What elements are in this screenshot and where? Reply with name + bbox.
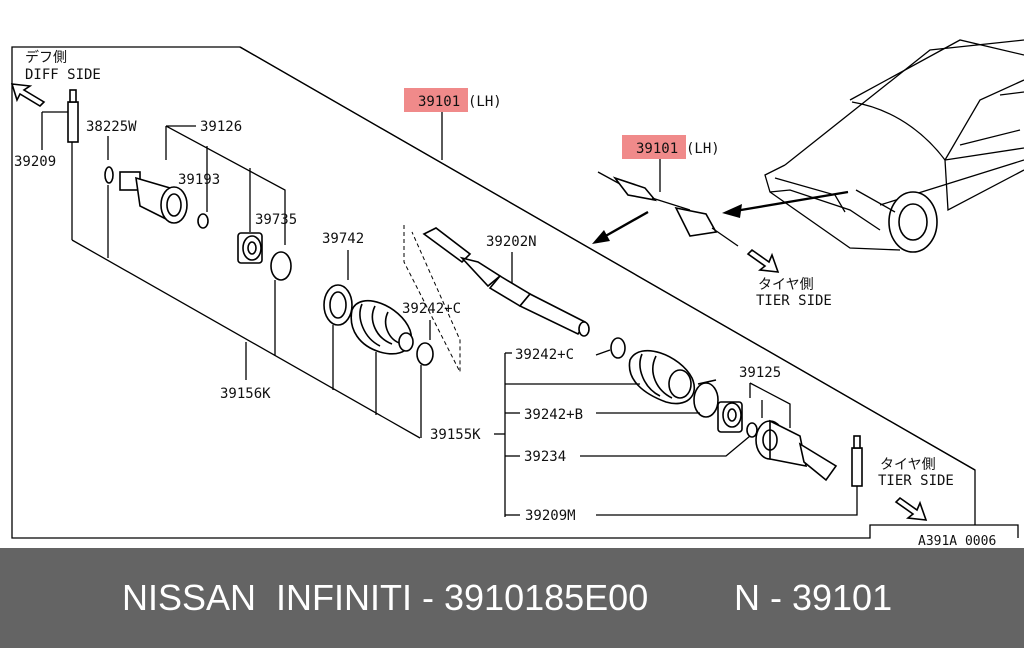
callout-39101-main: 39101 bbox=[418, 94, 460, 110]
diff-side-label: DIFF SIDE bbox=[25, 67, 101, 83]
inner-joint-housing bbox=[119, 171, 188, 224]
car-drive-shaft-sketch bbox=[597, 171, 896, 247]
callout-39101-main-suffix: (LH) bbox=[468, 94, 502, 110]
car-illustration bbox=[764, 39, 1024, 253]
diagram-frame-right bbox=[239, 46, 976, 525]
part-number-text: NISSAN INFINITI - 3910185E00 bbox=[122, 577, 649, 618]
bearing-39125 bbox=[717, 401, 743, 433]
circlip-39193 bbox=[197, 213, 209, 229]
spider-assembly-39735 bbox=[237, 232, 263, 264]
part-number-footer: NISSAN INFINITI - 3910185E00 N - 39101 bbox=[0, 548, 1024, 648]
outer-boot bbox=[628, 349, 695, 405]
tier-side-label-1: TIER SIDE bbox=[756, 293, 832, 309]
diagram-frame bbox=[11, 46, 1019, 539]
leader-39242C-2 bbox=[595, 349, 611, 356]
callout-39155K: 39155K bbox=[430, 427, 481, 443]
boot-band-39742 bbox=[323, 284, 353, 326]
snap-ring-38225W bbox=[104, 166, 114, 184]
tier-side-arrow-icon-1 bbox=[746, 248, 780, 273]
tier-side-jp-label-2: タイヤ側 bbox=[880, 457, 936, 473]
callout-39234: 39234 bbox=[524, 449, 566, 465]
boot-band-39242C-2 bbox=[610, 337, 626, 359]
assembly-divider-line bbox=[239, 46, 976, 471]
callout-38225W: 38225W bbox=[86, 119, 137, 135]
leader-39209M-r bbox=[596, 486, 858, 516]
callout-39193: 39193 bbox=[178, 172, 220, 188]
callout-39735: 39735 bbox=[255, 212, 297, 228]
tier-side-label-2: TIER SIDE bbox=[878, 473, 954, 489]
callout-39101-car: 39101 bbox=[636, 141, 678, 157]
leader-39125-b bbox=[749, 382, 791, 428]
callout-39101-car-suffix: (LH) bbox=[686, 141, 720, 157]
diff-side-arrow-icon bbox=[10, 83, 46, 108]
shaft-pin-39209M bbox=[851, 435, 863, 487]
circlip-39234 bbox=[746, 422, 758, 438]
assembly-pointer-arrow-icon bbox=[592, 210, 649, 244]
tier-side-jp-label-1: タイヤ側 bbox=[758, 277, 814, 293]
inner-boot bbox=[350, 299, 414, 355]
highlight-39101-car bbox=[622, 135, 686, 159]
boot-band-39242C-1 bbox=[416, 342, 434, 366]
boot-band-39242B bbox=[693, 379, 719, 418]
dashed-group-outline bbox=[403, 225, 461, 373]
car-pointer-arrow-icon bbox=[722, 190, 849, 218]
diagram-code: A391A 0006 bbox=[918, 534, 996, 548]
callout-39242B: 39242+B bbox=[524, 407, 583, 423]
parts-diagram: デフ側 DIFF SIDE 39101 (LH) 39101 (LH) 3920… bbox=[10, 39, 1024, 549]
callout-39156K: 39156K bbox=[220, 386, 271, 402]
diff-side-jp-label: デフ側 bbox=[25, 49, 67, 66]
leader-39126-b bbox=[165, 125, 286, 245]
outer-joint-housing bbox=[755, 419, 838, 482]
tier-side-arrow-icon-2 bbox=[894, 496, 928, 521]
shaft-pin-39209 bbox=[67, 89, 79, 143]
callout-39126: 39126 bbox=[200, 119, 242, 135]
drive-shaft-39202N bbox=[422, 227, 590, 337]
drive-shaft-exploded-view: デフ側 DIFF SIDE 39101 (LH) 39101 (LH) 3920… bbox=[10, 39, 1024, 549]
callout-39242C-2: 39242+C bbox=[515, 347, 574, 363]
bracket-39156K-base bbox=[71, 239, 421, 439]
reference-number-text: N - 39101 bbox=[734, 577, 893, 618]
callout-39209: 39209 bbox=[14, 154, 56, 170]
highlight-39101-main bbox=[404, 88, 468, 112]
callout-39242C-1: 39242+C bbox=[402, 301, 461, 317]
snap-ring-39735 bbox=[270, 251, 292, 281]
leader-39234-r bbox=[580, 435, 751, 457]
callout-39125: 39125 bbox=[739, 365, 781, 381]
callout-39209M: 39209M bbox=[525, 508, 576, 524]
callout-39742: 39742 bbox=[322, 231, 364, 247]
callout-39202N: 39202N bbox=[486, 234, 537, 250]
